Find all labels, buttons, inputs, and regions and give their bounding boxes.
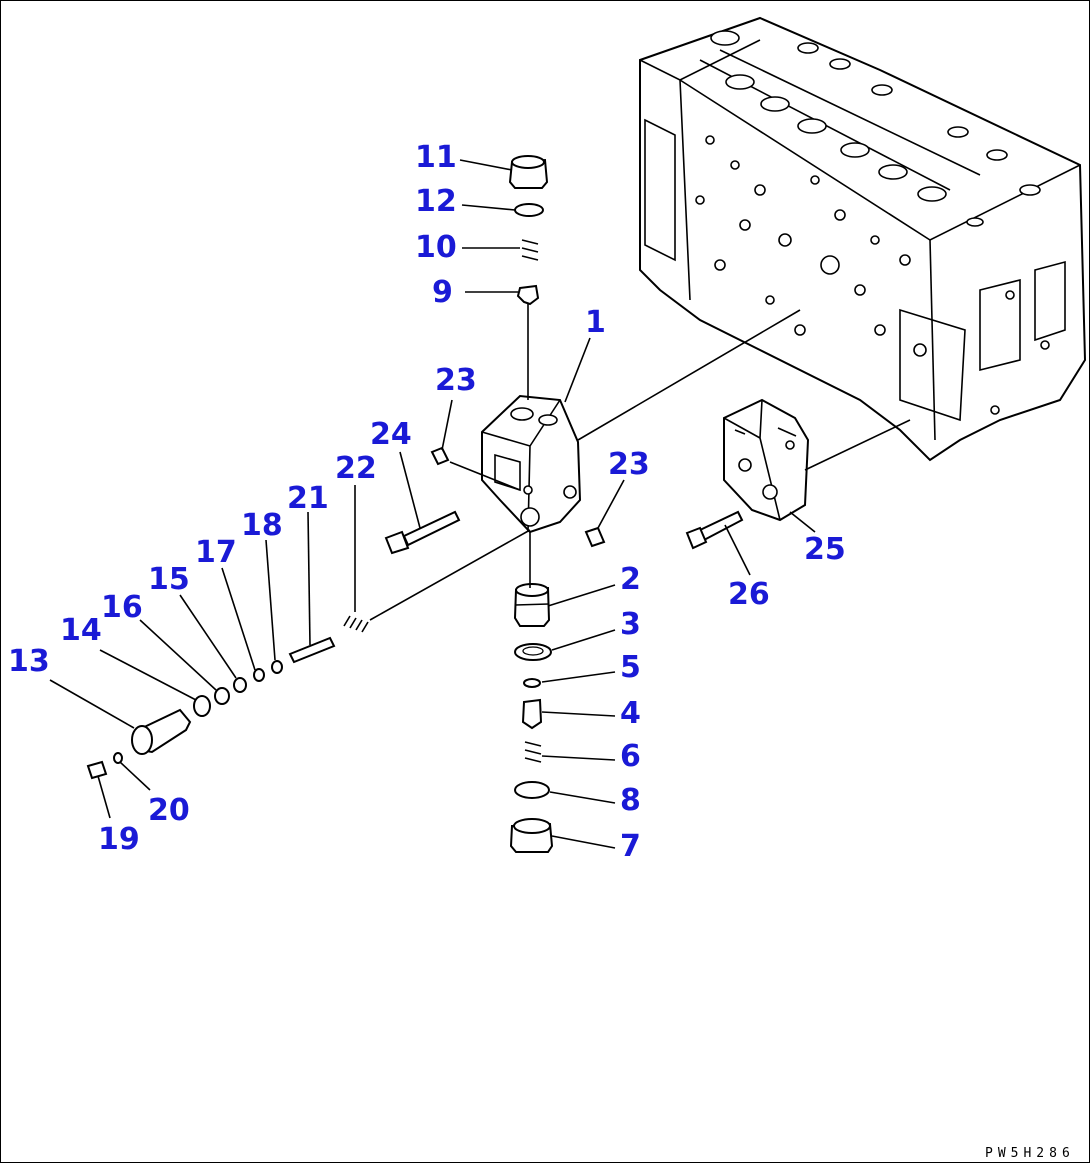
label-14: 14 [60,613,102,648]
label-13: 13 [8,644,50,679]
spring-10 [521,239,539,261]
label-5: 5 [620,650,641,685]
label-25: 25 [804,532,846,567]
label-11: 11 [415,140,457,175]
piston-2 [513,583,551,627]
label-23-left: 23 [435,363,477,398]
plug-7 [509,818,554,853]
end-cover [723,398,810,522]
label-6: 6 [620,739,641,774]
poppet-9 [516,284,540,306]
plug-11 [508,155,549,189]
ring-15 [233,677,247,693]
nut-20 [113,752,123,764]
valve-4 [521,698,543,730]
label-12: 12 [415,184,457,219]
spring-22 [343,615,369,633]
bolt-26 [685,510,744,550]
ring-18 [271,660,283,674]
ring-17 [253,668,265,682]
leader-lines [49,159,816,849]
label-18: 18 [241,508,283,543]
label-17: 17 [195,535,237,570]
stem-21 [288,636,336,664]
o-ring-14 [193,695,211,717]
label-4: 4 [620,696,641,731]
nut-23-right [584,526,606,548]
spring-6 [524,741,542,763]
screw-19 [86,760,108,780]
seal-3 [514,643,552,661]
label-19: 19 [98,822,140,857]
o-ring-8 [514,781,550,799]
plug-13 [131,708,192,755]
label-24: 24 [370,417,412,452]
valve-section-block [481,394,582,534]
nut-23-left [430,446,450,466]
bolt-24 [384,510,461,555]
ring-16 [214,687,230,705]
label-15: 15 [148,562,190,597]
ring-5 [523,678,541,688]
label-26: 26 [728,577,770,612]
label-10: 10 [415,230,457,265]
label-9: 9 [432,275,453,310]
o-ring-12 [514,203,544,217]
label-21: 21 [287,481,329,516]
label-1: 1 [585,305,606,340]
label-16: 16 [101,590,143,625]
label-20: 20 [148,793,190,828]
label-2: 2 [620,562,641,597]
label-3: 3 [620,607,641,642]
part-labels: 11 12 10 9 1 23 24 22 23 21 18 17 15 16 … [8,140,846,864]
label-8: 8 [620,783,641,818]
main-valve-body [639,16,1087,462]
label-7: 7 [620,829,641,864]
assembly-axis-lines [369,304,911,621]
label-23-right: 23 [608,447,650,482]
drawing-code: PW5H286 [985,1146,1075,1161]
label-22: 22 [335,451,377,486]
